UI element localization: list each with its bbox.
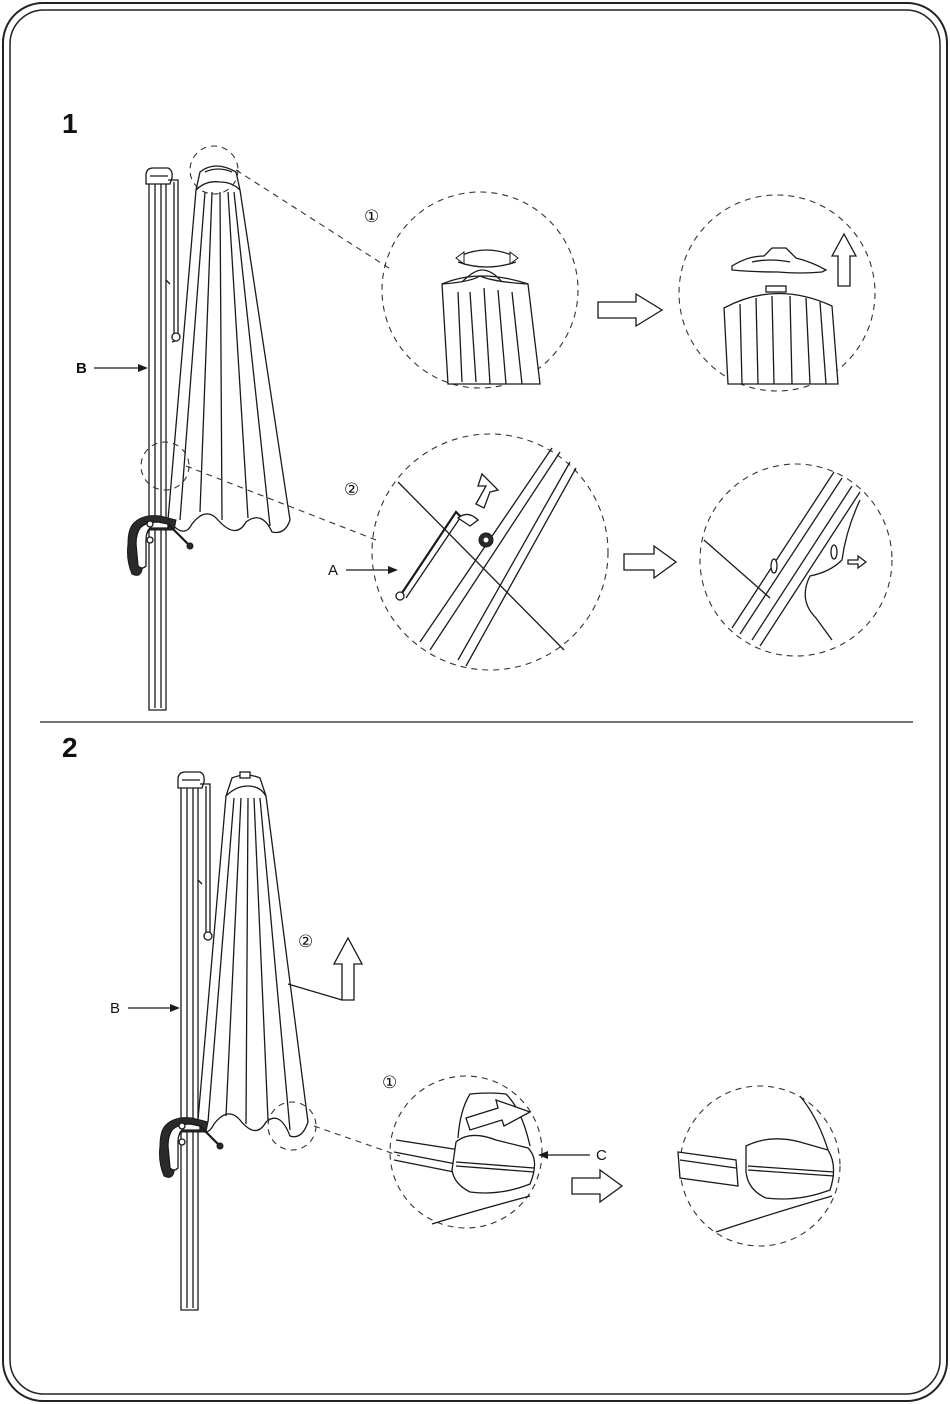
crank-arm: [166, 180, 180, 342]
detail-cap-removed: [679, 195, 875, 391]
callout-c-label: C: [596, 1147, 607, 1164]
step-2-umbrella: B ②: [110, 772, 362, 1310]
progress-arrow-1: [598, 294, 662, 326]
substep-1b-marker: ①: [382, 1073, 397, 1092]
callout-b2-label: B: [110, 1000, 120, 1017]
step-1-umbrella: B: [76, 146, 290, 710]
umbrella-pole: [146, 168, 172, 710]
lift-arrow: [334, 938, 362, 1000]
leader-bottom: [314, 1126, 400, 1156]
step-2-number: 2: [62, 732, 78, 763]
slide-arrow: [466, 1100, 530, 1130]
step-1-number: 1: [62, 108, 78, 139]
callout-b-arrow: [94, 364, 148, 372]
callout-b-label: B: [76, 360, 87, 377]
umbrella-pole-2: [178, 772, 204, 1310]
detail-cover-remove: ① C: [382, 1073, 607, 1228]
umbrella-handle-2: [160, 1118, 224, 1178]
progress-arrow-3: [572, 1170, 622, 1202]
detail-rod-release: ② A: [328, 434, 608, 670]
detail-rod-removed: [700, 464, 892, 656]
lift-leader: [288, 984, 342, 1000]
release-arrow: [476, 474, 498, 508]
umbrella-canopy-2: [196, 772, 308, 1137]
progress-arrow-2: [624, 546, 676, 578]
callout-a-label: A: [328, 562, 338, 579]
crank-arm-2: [198, 784, 212, 940]
substep-2b-marker: ②: [298, 932, 313, 951]
detail-cap-rotate: ①: [364, 192, 578, 388]
substep-1-marker: ①: [364, 207, 379, 226]
up-arrow-1: [832, 234, 856, 286]
detail-cover-removed: [678, 1086, 840, 1246]
substep-2-marker: ②: [344, 480, 359, 499]
